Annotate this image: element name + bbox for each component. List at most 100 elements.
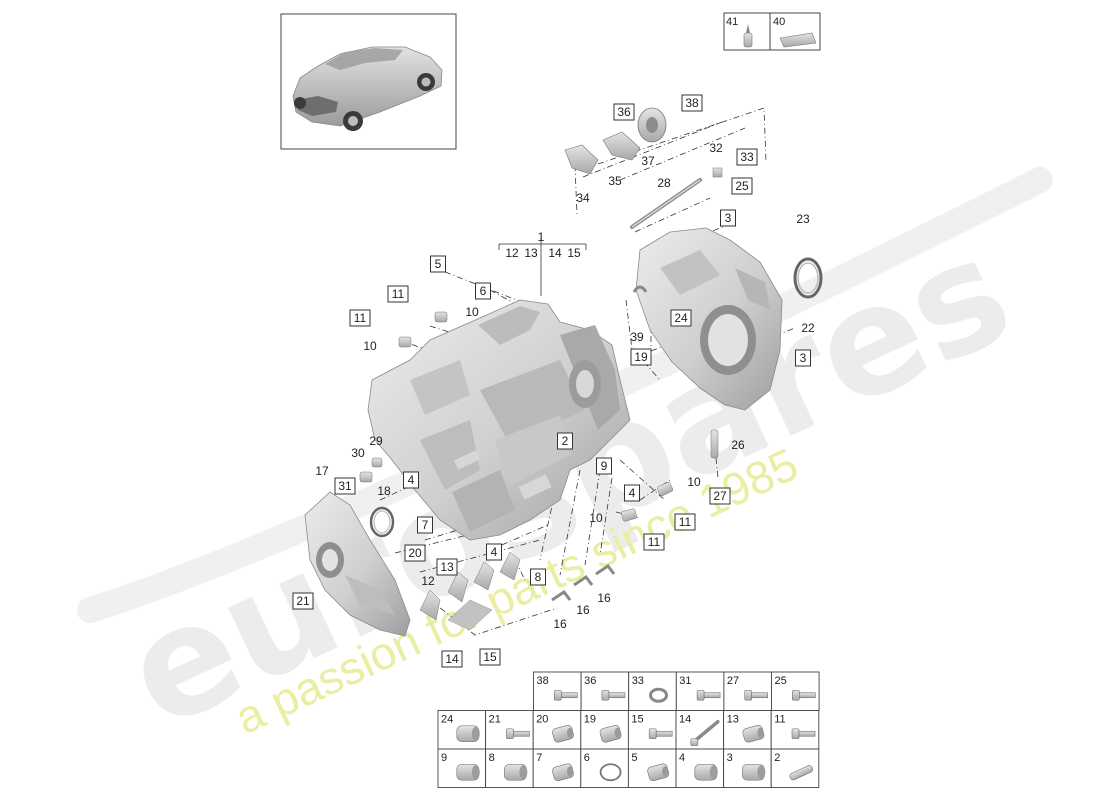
callout-number: 4 [408,473,415,487]
callout-18: 18 [377,484,391,498]
callout-9: 9 [596,457,612,475]
legend-cell-15: 15 [627,710,677,750]
callout-box [630,348,652,366]
callout-box [643,533,665,551]
callout-8: 8 [530,568,546,586]
bolt-icon [601,689,626,701]
callout-number: 16 [576,603,590,617]
callout-number: 24 [674,311,688,325]
callout-32: 32 [709,141,723,155]
callout-number: 22 [801,321,815,335]
car-illustration [292,46,443,131]
sealant-tube-icon [743,24,753,48]
callout-number: 18 [377,484,391,498]
callout-1: 1 [538,230,545,244]
callout-number: 28 [657,176,671,190]
legend-cell-21: 21 [485,710,534,750]
pin-icon [789,765,813,781]
callout-box [613,103,635,121]
o-ring-icon [599,763,622,782]
legend-cell-number: 11 [774,714,785,726]
vehicle-thumbnail [280,13,457,150]
callout-12: 12 [505,246,519,260]
legend-cell-24: 24 [437,710,487,750]
callout-number: 30 [351,446,365,460]
legend-cell-number: 6 [584,752,590,764]
plug-icon [742,724,765,743]
callout-23: 23 [796,212,810,226]
callout-11: 11 [674,513,696,531]
callout-number: 3 [725,211,732,225]
callout-number: 20 [408,546,422,560]
sleeve-icon [456,725,480,743]
parts-illustration [304,107,823,637]
callout-box [292,592,314,610]
legend-cell-number: 3 [727,752,733,764]
callout-number: 38 [685,96,699,110]
callout-number: 32 [709,141,723,155]
callout-number: 25 [735,179,749,193]
callout-box [436,558,458,576]
callout-10: 10 [363,339,377,353]
legend-cell-number: 36 [584,675,596,687]
callout-number: 5 [435,257,442,271]
legend-cell-36: 36 [580,671,630,711]
callout-24: 24 [670,309,692,327]
callout-14: 14 [441,650,463,668]
plug-icon [647,763,670,782]
callout-4: 4 [486,543,502,561]
callout-number: 15 [567,246,581,260]
callout-number: 23 [796,212,810,226]
callout-number: 13 [440,560,454,574]
legend-cell-number: 9 [441,752,447,764]
callout-box [417,516,433,534]
callout-11: 11 [387,285,409,303]
callout-4: 4 [624,484,640,502]
callout-15: 15 [567,246,581,260]
bolt-icon [696,689,721,701]
callout-25: 25 [731,177,753,195]
callout-box [736,148,758,166]
callout-17: 17 [315,464,329,478]
legend-cell-number: 15 [631,714,643,726]
callout-34: 34 [576,191,590,205]
callout-box [530,568,546,586]
top-legend-frame [723,12,821,51]
callout-number: 11 [392,287,405,301]
plug-icon [599,724,622,743]
bolt-icon [791,689,816,701]
callout-number: 21 [296,594,310,608]
legend-cell-4: 4 [675,748,725,788]
callout-number: 4 [491,545,498,559]
sealing-tape-icon [779,32,817,48]
legend-cell-frame [580,748,629,788]
sprocket-gear [637,107,667,143]
legend-cell-number: 13 [727,714,739,726]
callout-11: 11 [643,533,665,551]
mounting-bracket [564,131,641,175]
legend-cell-11: 11 [770,710,820,750]
callout-27: 27 [709,487,731,505]
legend-cell-9: 9 [437,748,487,788]
callout-box [596,457,612,475]
legend-cell-number: 21 [489,714,501,726]
callout-number: 9 [601,459,608,473]
legend-cell-20: 20 [532,710,582,750]
callout-box [670,309,692,327]
callout-35: 35 [608,174,622,188]
callout-number: 10 [687,475,701,489]
callout-20: 20 [404,544,426,562]
callout-38: 38 [681,94,703,112]
callout-number: 16 [597,591,611,605]
callout-3: 3 [795,349,811,367]
seal-ring-small [369,506,395,538]
callout-box [709,487,731,505]
callout-10: 10 [687,475,701,489]
plug-icon [552,724,574,743]
callout-box [795,349,811,367]
callout-number: 31 [338,479,352,493]
callout-layer: 1233444567891010101011111111121213131414… [292,94,815,668]
legend-cell-number: 24 [441,714,453,726]
